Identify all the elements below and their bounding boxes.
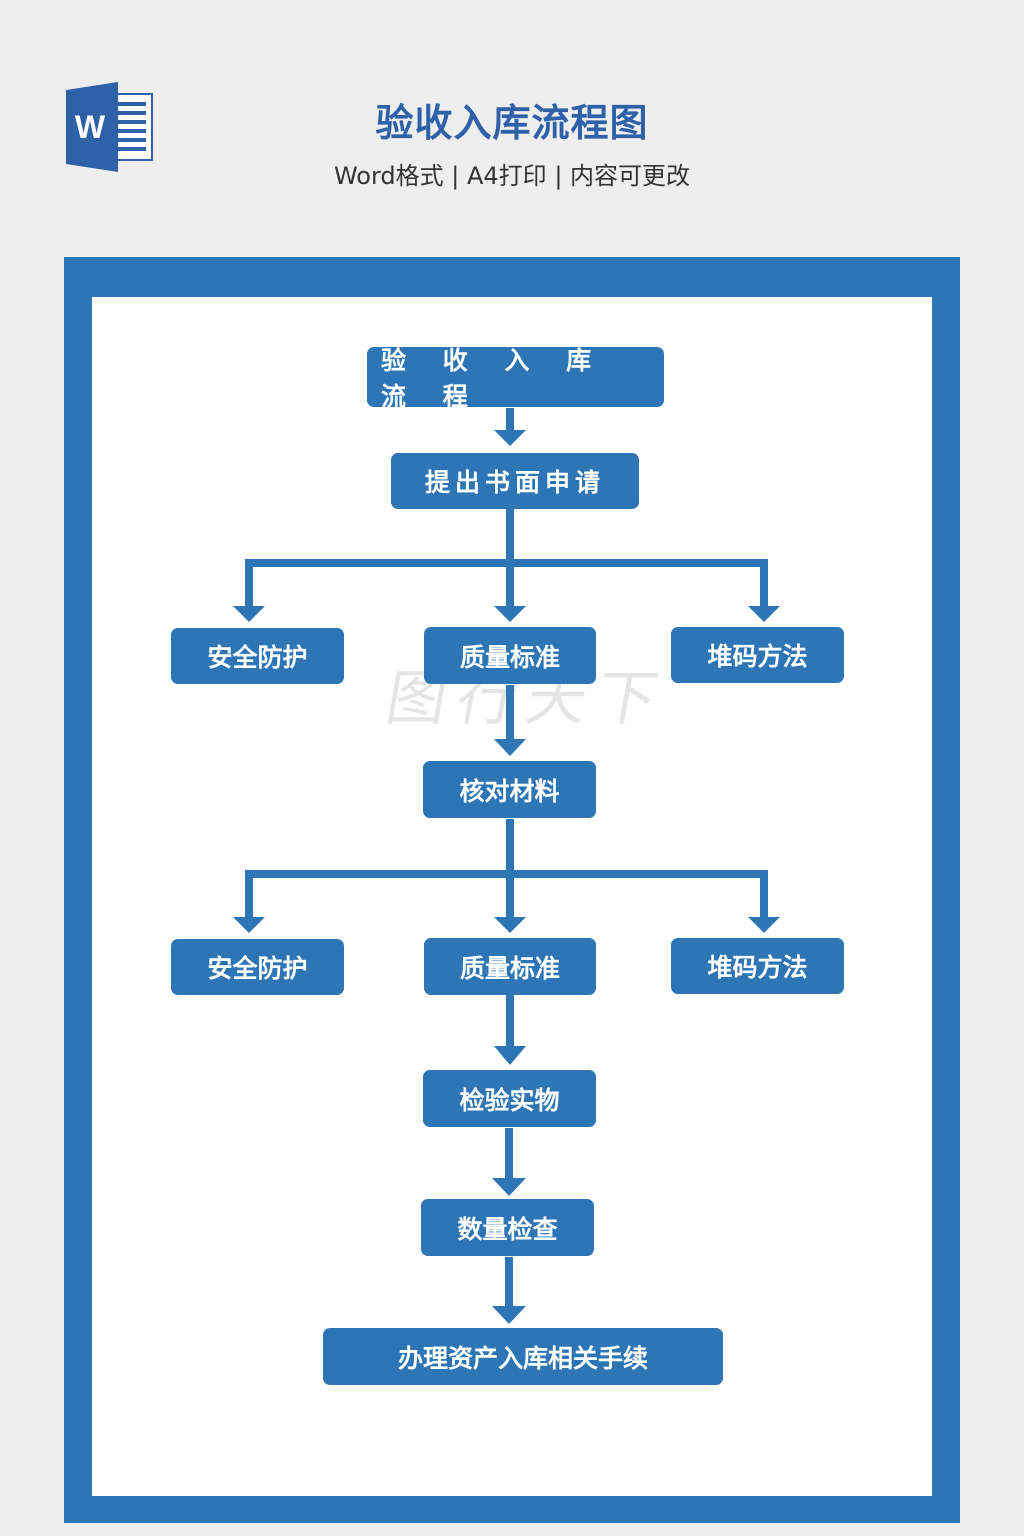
connector-branch-bar-2 bbox=[245, 870, 768, 878]
arrowhead bbox=[494, 430, 526, 446]
node-row1-center: 质量标准 bbox=[424, 627, 596, 684]
connector-start-apply bbox=[506, 408, 514, 432]
connector-quality-verify bbox=[506, 685, 514, 741]
node-start: 验 收 入 库 流 程 bbox=[367, 346, 664, 411]
connector-inspect-count bbox=[505, 1128, 513, 1180]
connector-branch-right-1 bbox=[760, 559, 768, 609]
arrowhead bbox=[494, 739, 526, 756]
svg-text:W: W bbox=[75, 109, 106, 145]
arrowhead bbox=[233, 606, 265, 622]
node-finish: 办理资产入库相关手续 bbox=[323, 1328, 723, 1385]
connector-branch-right-2 bbox=[760, 870, 768, 920]
connector-quality-inspect bbox=[506, 995, 514, 1047]
connector-branch-bar-1 bbox=[245, 559, 768, 567]
arrowhead bbox=[494, 606, 526, 622]
arrowhead bbox=[748, 917, 780, 933]
connector-branch-left-2 bbox=[245, 870, 253, 920]
connector-verify-trunk bbox=[506, 819, 514, 919]
node-row2-center: 质量标准 bbox=[424, 938, 596, 995]
node-row2-right: 堆码方法 bbox=[671, 938, 844, 994]
node-row1-right: 堆码方法 bbox=[671, 627, 844, 683]
node-count: 数量检查 bbox=[421, 1199, 594, 1256]
connector-branch-left-1 bbox=[245, 559, 253, 609]
arrowhead bbox=[492, 1178, 526, 1196]
node-inspect: 检验实物 bbox=[423, 1070, 596, 1127]
page-title: 验收入库流程图 bbox=[375, 101, 649, 145]
page-subtitle: Word格式 | A4打印 | 内容可更改 bbox=[333, 162, 691, 190]
arrowhead bbox=[233, 917, 265, 933]
arrowhead bbox=[494, 1046, 526, 1065]
arrowhead bbox=[494, 917, 526, 933]
node-verify: 核对材料 bbox=[423, 761, 596, 818]
node-apply: 提出书面申请 bbox=[391, 453, 639, 509]
arrowhead bbox=[492, 1306, 526, 1324]
node-row1-left: 安全防护 bbox=[171, 628, 344, 684]
node-row2-left: 安全防护 bbox=[171, 939, 344, 995]
word-icon: W bbox=[66, 82, 153, 172]
arrowhead bbox=[748, 606, 780, 622]
connector-count-finish bbox=[505, 1257, 513, 1307]
